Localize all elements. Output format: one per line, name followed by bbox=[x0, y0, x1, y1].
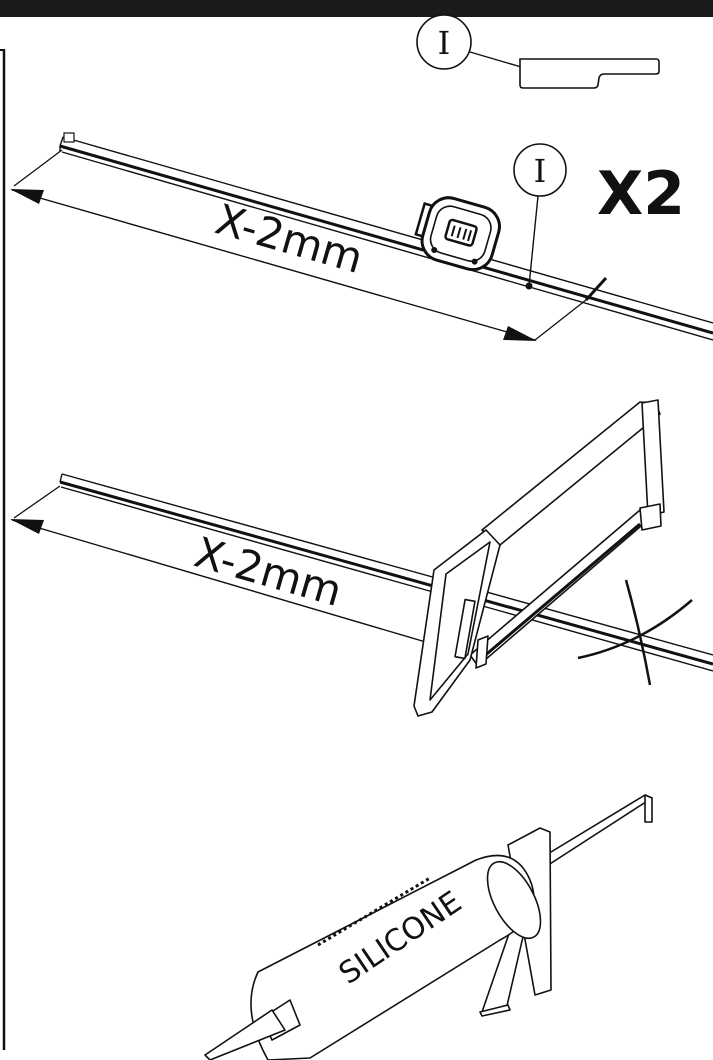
tube-stripe-decor bbox=[317, 876, 431, 947]
step1-measure: X-2mm I X2 bbox=[10, 132, 713, 341]
callout-leader bbox=[528, 195, 539, 287]
dimension-line bbox=[11, 519, 481, 659]
extension-line-right bbox=[534, 299, 587, 341]
caulking-gun-icon bbox=[204, 794, 653, 1060]
callout-label: I bbox=[438, 24, 451, 62]
cut-cross-mark bbox=[624, 579, 652, 686]
cut-cross-mark bbox=[577, 599, 693, 660]
step2-cut: X-2mm bbox=[10, 399, 713, 717]
extension-line-left bbox=[13, 485, 61, 519]
callout-circle bbox=[416, 14, 472, 70]
dimension-arrow-right bbox=[503, 326, 537, 341]
hacksaw-icon bbox=[413, 399, 665, 717]
part-callout-top: I bbox=[416, 14, 660, 89]
step3-silicone: SILICONE bbox=[204, 794, 653, 1060]
callout-label: I bbox=[534, 152, 547, 190]
dimension-arrow-left bbox=[10, 519, 44, 534]
multiplier-label: X2 bbox=[597, 159, 685, 229]
extension-line-left bbox=[13, 149, 63, 187]
dimension-arrow-left bbox=[10, 189, 44, 204]
cut-mark bbox=[584, 276, 608, 302]
leader-dot bbox=[525, 282, 533, 290]
dimension-line bbox=[11, 189, 536, 341]
callout-circle bbox=[513, 143, 567, 197]
rail-profile bbox=[59, 132, 713, 341]
top-border-bar bbox=[0, 0, 713, 17]
tape-measure-icon bbox=[414, 196, 501, 272]
profile-part-icon bbox=[519, 58, 660, 89]
rail-profile bbox=[59, 473, 713, 672]
